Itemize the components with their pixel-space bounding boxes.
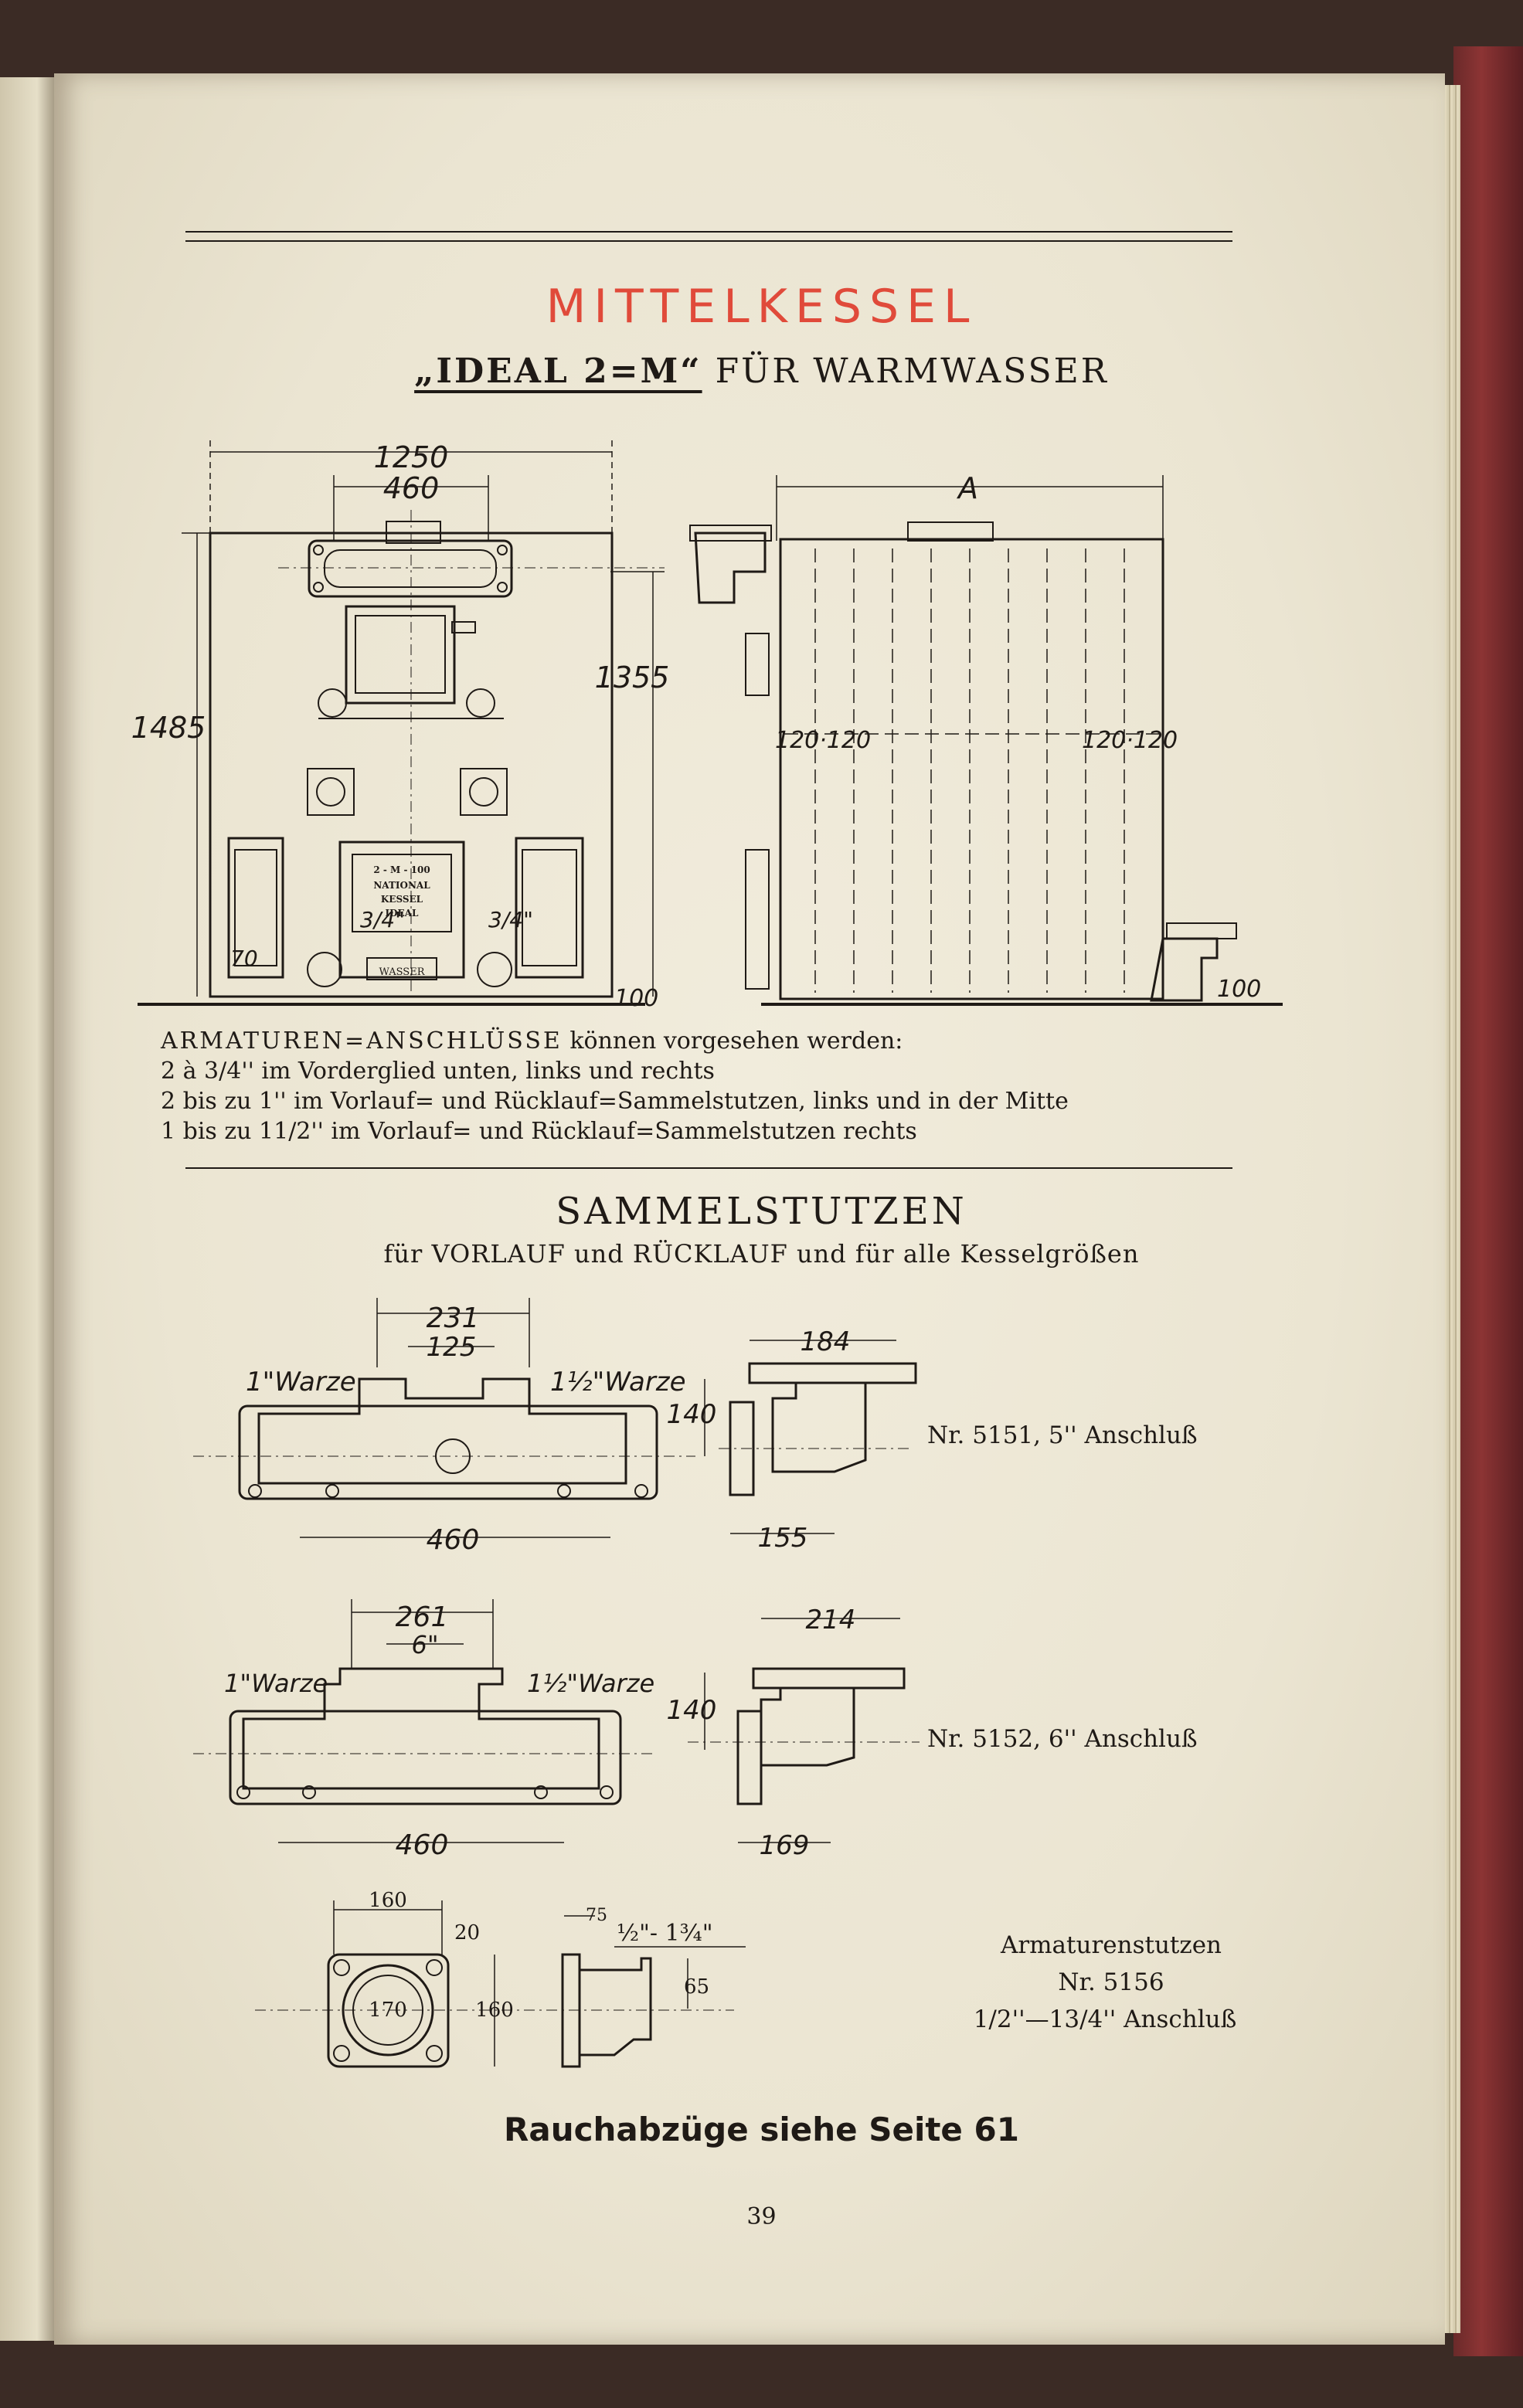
left-page-edge <box>0 77 62 2341</box>
armaturen-heading-line: ARMATUREN=ANSCHLÜSSE können vorgesehen w… <box>161 1026 1243 1056</box>
caption-5151: Nr. 5151, 5'' Anschluß <box>927 1421 1198 1449</box>
armaturen-anschluesse-text: ARMATUREN=ANSCHLÜSSE können vorgesehen w… <box>161 1026 1243 1146</box>
page-subtitle: „IDEAL 2=M“ FÜR WARMWASSER <box>0 352 1523 391</box>
dim-169: 169 <box>760 1830 810 1861</box>
dim-261: 261 <box>396 1601 449 1633</box>
dim-214: 214 <box>806 1605 856 1635</box>
dim-140-5152: 140 <box>667 1695 717 1726</box>
dim-1250: 1250 <box>374 440 449 474</box>
dim-155: 155 <box>758 1523 808 1554</box>
dim-460-5152: 460 <box>396 1829 449 1861</box>
boiler-front-view: 1250 460 1485 1355 <box>131 440 670 1012</box>
sammelstutzen-5151-drawing: 231 125 1"Warze 1½"Warze 460 184 140 155 <box>193 1298 917 1556</box>
nameplate-line-2: NATIONAL <box>373 880 430 891</box>
page-number: 39 <box>746 2203 777 2230</box>
page-title: MITTELKESSEL <box>546 280 977 334</box>
dim-160-side: 160 <box>475 1999 514 2022</box>
dim-left-fitting: 3/4" <box>360 907 405 932</box>
dim-120-right: 120·120 <box>1082 727 1178 754</box>
dim-1485: 1485 <box>131 711 206 745</box>
dim-6in: 6" <box>411 1630 438 1659</box>
section-subtitle: für VORLAUF und RÜCKLAUF und für alle Ke… <box>383 1239 1140 1269</box>
armaturen-line-1: 2 à 3/4'' im Vorderglied unten, links un… <box>161 1058 715 1085</box>
product-name: „IDEAL 2=M“ <box>414 352 702 391</box>
caption-5152: Nr. 5152, 6'' Anschluß <box>927 1725 1198 1753</box>
dim-184: 184 <box>801 1326 851 1357</box>
dim-100-front: 100 <box>614 985 658 1012</box>
footer-note: Rauchabzüge siehe Seite 61 <box>504 2111 1019 2148</box>
dim-160-top: 160 <box>369 1889 407 1912</box>
nameplate-line-3: KESSEL <box>381 894 423 905</box>
label-15in-warze-5151: 1½"Warze <box>550 1367 686 1398</box>
armaturenstutzen-5156-drawing: 160 20 170 160 75 ½"- 1¾" 65 <box>255 1889 746 2068</box>
dim-120-left: 120·120 <box>775 727 871 754</box>
dim-20: 20 <box>454 1921 480 1944</box>
dim-A: A <box>956 471 978 505</box>
armaturen-heading-rest: können vorgesehen werden: <box>569 1027 903 1055</box>
sammelstutzen-5152-drawing: 261 6" 1"Warze 1½"Warze 460 214 140 169 <box>193 1599 920 1861</box>
caption-5156-line-1: Armaturenstutzen <box>1000 1931 1222 1959</box>
dim-140-5151: 140 <box>667 1399 717 1430</box>
nameplate-line-1: 2 - M - 100 <box>373 864 430 875</box>
dim-right-fitting: 3/4" <box>488 907 533 932</box>
armaturen-heading: ARMATUREN=ANSCHLÜSSE <box>161 1027 563 1055</box>
section-title: SAMMELSTUTZEN <box>556 1190 967 1233</box>
dim-65: 65 <box>684 1975 709 1999</box>
caption-5156-line-3: 1/2''—13/4'' Anschluß <box>973 2006 1237 2033</box>
dim-460-5151: 460 <box>427 1524 480 1556</box>
dim-70: 70 <box>230 946 258 971</box>
dim-125: 125 <box>427 1332 477 1363</box>
label-15in-warze-5152: 1½"Warze <box>527 1669 654 1698</box>
product-purpose: FÜR WARMWASSER <box>715 352 1109 391</box>
label-1in-warze-5152: 1"Warze <box>224 1669 328 1698</box>
boiler-side-view: A 120·120 120·120 100 <box>689 471 1283 1006</box>
book-cover-edge <box>1453 46 1523 2356</box>
dim-half-to-134: ½"- 1¾" <box>617 1920 713 1947</box>
wasser-plate: WASSER <box>379 966 426 978</box>
dim-75: 75 <box>586 1906 607 1925</box>
dim-1355: 1355 <box>595 661 670 695</box>
dim-231: 231 <box>427 1302 480 1334</box>
armaturen-line-2: 2 bis zu 1'' im Vorlauf= und Rücklauf=Sa… <box>161 1088 1069 1115</box>
dim-460: 460 <box>383 471 440 505</box>
armaturen-line-3: 1 bis zu 11/2'' im Vorlauf= und Rücklauf… <box>161 1118 917 1145</box>
dim-100-side: 100 <box>1217 976 1261 1003</box>
caption-5156-line-2: Nr. 5156 <box>1058 1968 1164 1996</box>
label-1in-warze-5151: 1"Warze <box>246 1367 356 1398</box>
nameplate-line-4: IDEAL <box>386 908 419 919</box>
